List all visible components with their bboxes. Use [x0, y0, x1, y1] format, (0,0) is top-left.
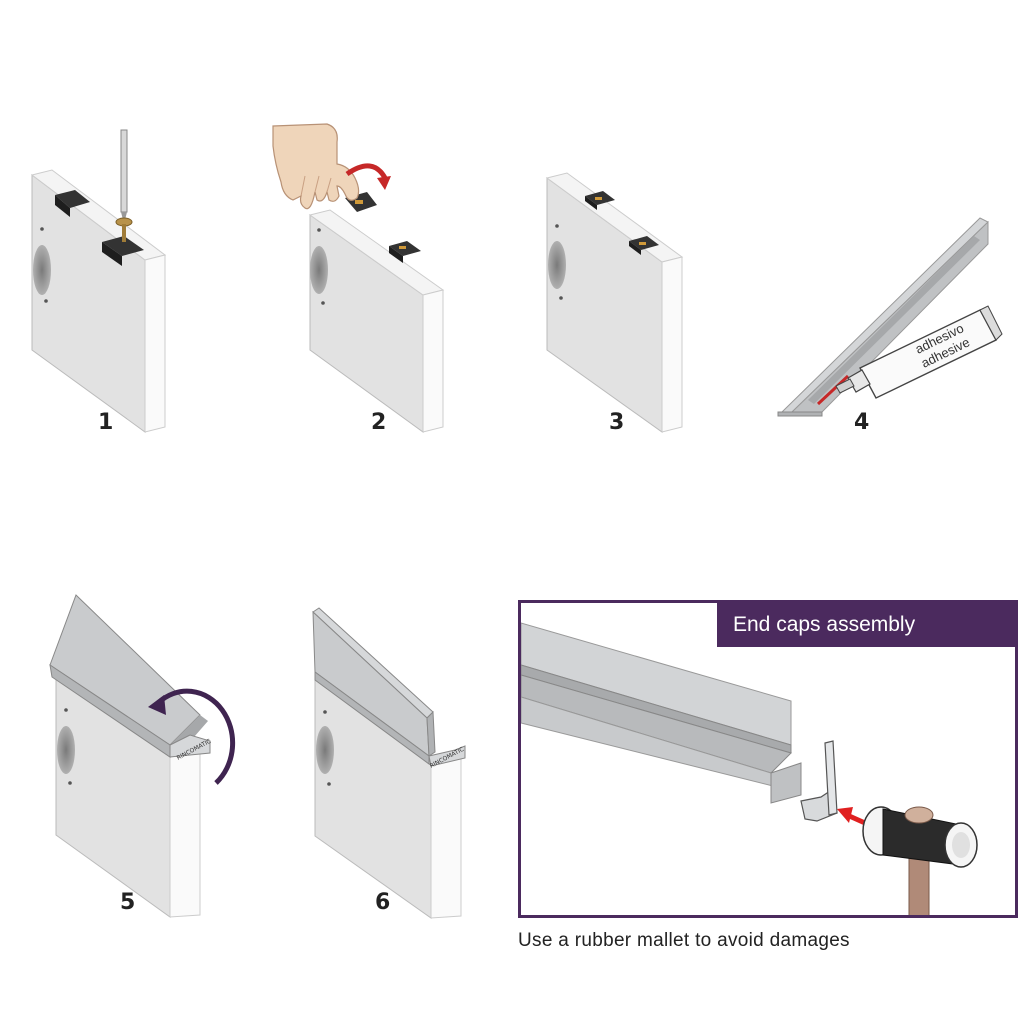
screw-hole [64, 708, 68, 712]
adhesive-bead [816, 374, 850, 406]
panel-title: End caps assembly [717, 603, 1015, 647]
step-number: 5 [120, 890, 136, 915]
step-6-illustration: RINCOMATIC 6 [305, 600, 495, 925]
aluminium-profile [777, 217, 989, 417]
screw-hole [559, 296, 563, 300]
screw-hole [323, 710, 327, 714]
step-number: 6 [375, 890, 391, 915]
step-number: 1 [98, 410, 114, 435]
hinge-hole [548, 241, 566, 289]
rotate-arrow-icon [148, 688, 236, 785]
screw-hole [68, 781, 72, 785]
end-caps-panel: End caps assembly [518, 600, 1018, 918]
rubber-mallet-icon [862, 806, 978, 915]
step-5-drawing: RINCOMATIC [49, 594, 236, 918]
step-6-drawing: RINCOMATIC [312, 607, 466, 919]
aluminium-profile [521, 622, 802, 804]
step-2-drawing [272, 123, 445, 433]
step-number: 4 [854, 410, 870, 435]
push-arrow-icon [837, 807, 867, 826]
step-3-illustration: 3 [535, 120, 715, 440]
step-1-drawing [30, 129, 167, 433]
hand-icon [272, 123, 360, 210]
step-1-illustration: 1 [20, 120, 200, 440]
clip-lower [389, 241, 421, 263]
board-edge [144, 254, 166, 433]
screwdriver-icon [120, 129, 128, 220]
step-2-illustration: 2 [265, 120, 465, 440]
board-edge [430, 751, 462, 919]
screw-hole [317, 228, 321, 232]
clip-upper [585, 191, 615, 210]
step-4-illustration: adhesivo adhesive 4 [770, 200, 1010, 440]
clip-lower [629, 236, 659, 255]
screw-hole [40, 227, 44, 231]
screw-hole [321, 301, 325, 305]
clip-1 [55, 190, 90, 217]
end-cap [800, 740, 838, 822]
clip-2 [102, 236, 144, 266]
hinge-hole [33, 245, 51, 295]
screw-hole [555, 224, 559, 228]
hinge-hole [310, 246, 328, 294]
step-4-drawing: adhesivo adhesive [777, 217, 1003, 417]
board-edge [661, 256, 683, 433]
screw-hole [44, 299, 48, 303]
step-number: 3 [609, 410, 625, 435]
rotate-arrow-icon [345, 163, 391, 190]
end-caps-drawing [521, 622, 978, 915]
hinge-hole [316, 726, 334, 774]
board-edge [422, 289, 444, 433]
step-3-drawing [545, 172, 684, 433]
screw-icon [115, 217, 133, 242]
step-number: 2 [371, 410, 387, 435]
board-edge [169, 752, 201, 918]
hinge-hole [57, 726, 75, 774]
aluminium-profile: RINCOMATIC [312, 607, 466, 770]
screw-hole [327, 782, 331, 786]
caption: Use a rubber mallet to avoid damages [518, 930, 850, 951]
step-5-illustration: RINCOMATIC 5 [40, 585, 280, 925]
